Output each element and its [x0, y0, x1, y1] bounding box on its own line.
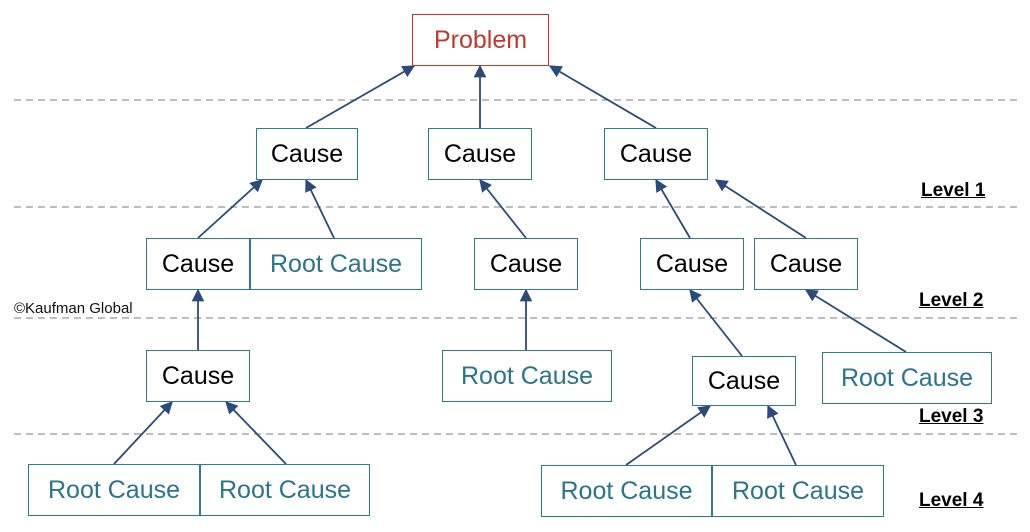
edge-arrow-c3b-to-c3 [714, 179, 807, 239]
cause-node: Cause [692, 356, 796, 406]
level-4-label: Level 4 [919, 490, 984, 511]
cause-node: Cause [474, 238, 578, 290]
edge-arrow-c3-to-problem [548, 65, 657, 129]
edge-arrow-c1a-to-c1 [197, 179, 263, 239]
cause-node: Cause [640, 238, 744, 290]
cause-node: Cause [146, 350, 250, 402]
root-cause-node: Root Cause [541, 465, 712, 517]
edge-arrow-rc_l4_4-to-c3a1 [767, 404, 797, 466]
edge-arrow-rc_l4_1-to-c1a1 [113, 401, 173, 465]
root-cause-node: Root Cause [712, 465, 884, 517]
level-2-label: Level 2 [919, 290, 984, 311]
cause-node: Cause [428, 128, 532, 180]
cause-node: Cause [146, 238, 250, 290]
edge-arrow-c1-to-problem [305, 65, 416, 129]
edge-arrow-c3a-to-c3 [655, 178, 691, 239]
edge-arrow-rc1b-to-c1 [305, 178, 335, 239]
root-cause-node: Root Cause [28, 464, 200, 516]
edge-arrow-c2a-to-c2 [479, 179, 527, 239]
root-cause-node: Root Cause [442, 350, 612, 402]
edge-arrow-rc_l4_2-to-c1a1 [225, 401, 287, 465]
problem-node: Problem [412, 14, 549, 66]
level-3-label: Level 3 [919, 406, 984, 427]
level-1-label: Level 1 [921, 180, 986, 201]
copyright-credit: ©Kaufman Global [14, 300, 133, 317]
cause-node: Cause [754, 238, 858, 290]
root-cause-node: Root Cause [200, 464, 370, 516]
cause-node: Cause [604, 128, 708, 180]
edge-arrow-rc3b1-to-c3b [804, 289, 907, 353]
edge-arrow-c3a1-to-c3a [689, 289, 743, 357]
cause-node: Cause [256, 128, 358, 180]
root-cause-node: Root Cause [822, 352, 992, 404]
edge-arrow-rc_l4_3-to-c3a1 [625, 405, 712, 466]
root-cause-node: Root Cause [250, 238, 422, 290]
